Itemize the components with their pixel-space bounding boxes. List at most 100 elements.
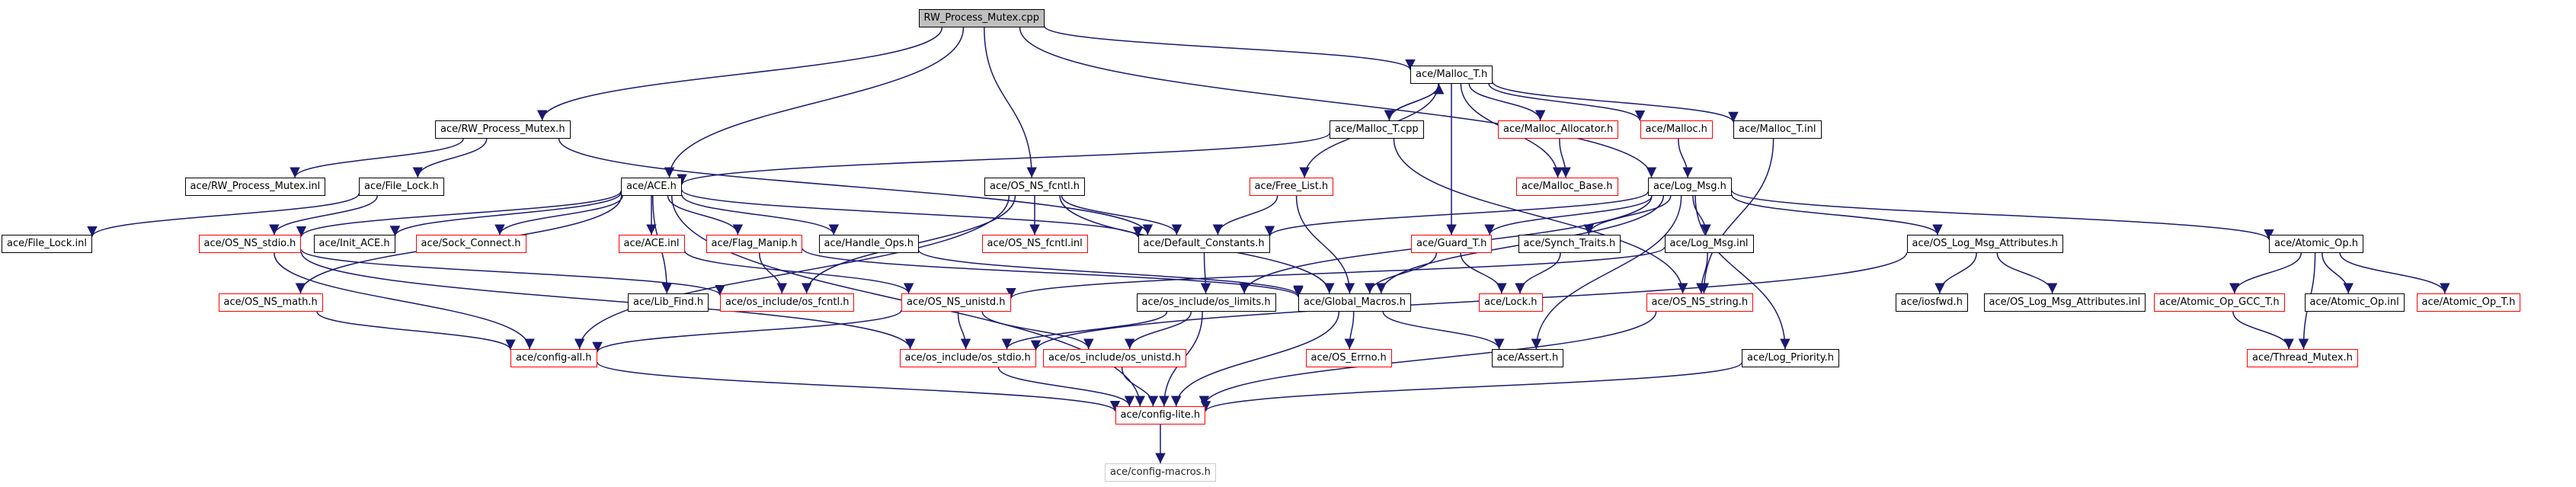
edge-mallocTcpp-to-osnsstring [1393, 138, 1688, 294]
edge-rwh-to-rwinl [290, 138, 464, 178]
edge-osnslogmsgattr-to-osincstdio [1030, 252, 1908, 351]
node-freelist[interactable]: ace/Free_List.h [1249, 178, 1334, 196]
node-filelockh[interactable]: ace/File_Lock.h [359, 178, 444, 196]
edge-logmsg-to-osnslogmsgattr [1731, 194, 1943, 235]
edge-defconst-to-osinclimits [1200, 252, 1211, 294]
node-osincfcntl[interactable]: ace/os_include/os_fcntl.h [720, 293, 855, 312]
edge-guardT-to-lockh [1460, 252, 1507, 294]
edge-osnslogmsgattr-to-oslogmsgattrinl [1996, 252, 2058, 294]
node-atomicopinl[interactable]: ace/Atomic_Op.inl [2304, 293, 2405, 312]
node-aceh[interactable]: ace/ACE.h [621, 178, 682, 196]
edge-mallocalloc-to-mallocbase [1559, 138, 1571, 178]
node-osnsmath[interactable]: ace/OS_NS_math.h [218, 293, 323, 312]
edge-synchtraits-to-lockh [1515, 252, 1561, 294]
edge-osinclimits-to-osincunistd [1125, 311, 1192, 350]
node-osinclimits[interactable]: ace/os_include/os_limits.h [1136, 293, 1276, 312]
node-malloch[interactable]: ace/Malloc.h [1640, 120, 1713, 139]
node-atomicopT[interactable]: ace/Atomic_Op_T.h [2416, 293, 2521, 312]
node-osnsfcntlinl[interactable]: ace/OS_NS_fcntl.inl [981, 235, 1088, 253]
node-osnsunistd[interactable]: ace/OS_NS_unistd.h [901, 293, 1011, 312]
node-configall[interactable]: ace/config-all.h [510, 349, 597, 367]
node-osincunistd[interactable]: ace/os_include/os_unistd.h [1043, 349, 1187, 367]
node-filelockinl[interactable]: ace/File_Lock.inl [2, 235, 92, 253]
edge-malloch-to-logmsg [1678, 138, 1693, 178]
node-iosfwd[interactable]: ace/iosfwd.h [1895, 293, 1968, 312]
node-rwinl[interactable]: ace/RW_Process_Mutex.inl [184, 178, 326, 196]
edge-logmsg-to-atomicop [1731, 190, 2274, 240]
edge-root-to-logmsg [1019, 27, 1657, 178]
node-osnsstdio[interactable]: ace/OS_NS_stdio.h [198, 235, 302, 253]
edge-logmsg-to-logmsginl [1692, 195, 1711, 235]
node-flagmanip[interactable]: ace/Flag_Manip.h [706, 235, 803, 253]
edge-osincstdio-to-configlite [997, 367, 1135, 407]
node-mallocTinl[interactable]: ace/Malloc_T.inl [1733, 120, 1822, 139]
edge-globalmacros-to-asserth [1382, 311, 1505, 350]
node-lockh[interactable]: ace/Lock.h [1479, 293, 1543, 312]
node-mallocTcpp[interactable]: ace/Malloc_T.cpp [1330, 120, 1424, 139]
edge-rwh-to-defconst [558, 138, 1153, 235]
edge-logmsg-to-defconst [1264, 191, 1649, 237]
node-logmsg[interactable]: ace/Log_Msg.h [1648, 178, 1732, 196]
node-osnsfcntlh[interactable]: ace/OS_NS_fcntl.h [984, 178, 1085, 196]
node-logmsginl[interactable]: ace/Log_Msg.inl [1664, 235, 1754, 253]
node-handleops[interactable]: ace/Handle_Ops.h [818, 235, 919, 253]
edge-guardT-to-globalmacros [1365, 252, 1437, 294]
node-sockconnect[interactable]: ace/Sock_Connect.h [415, 235, 526, 253]
edge-mallocTcpp-to-mallocT [1388, 83, 1445, 121]
node-oserrno[interactable]: ace/OS_Errno.h [1305, 349, 1392, 367]
edge-filelockh-to-osnsstdio [269, 195, 378, 235]
edge-osnsstdio-to-configall [274, 252, 535, 350]
edge-osinclimits-to-osincstdio [1001, 311, 1168, 350]
node-mallocbase[interactable]: ace/Malloc_Base.h [1516, 178, 1618, 196]
edge-mallocTcpp-to-aceh [677, 133, 1330, 185]
edge-atomicop-to-atomicopgcc [2229, 252, 2302, 294]
node-osincstdio[interactable]: ace/os_include/os_stdio.h [899, 349, 1036, 367]
node-mallocT[interactable]: ace/Malloc_T.h [1410, 66, 1493, 84]
edge-aceh-to-osnsstdio [296, 191, 622, 237]
edge-root-to-osnsfcntlh [984, 27, 1037, 178]
node-threadmutex[interactable]: ace/Thread_Mutex.h [2247, 349, 2358, 367]
node-rwh[interactable]: ace/RW_Process_Mutex.h [435, 120, 571, 139]
node-synchtraits[interactable]: ace/Synch_Traits.h [1518, 235, 1621, 253]
edge-osnsunistd-to-osincunistd [981, 311, 1094, 350]
edge-logmsg-to-synchtraits [1583, 195, 1672, 235]
edge-osnsfcntlh-to-defconst [1061, 195, 1182, 235]
edge-osnslogmsgattr-to-iosfwd [1934, 252, 1977, 294]
node-globalmacros[interactable]: ace/Global_Macros.h [1298, 293, 1411, 312]
edge-osnsstdio-to-osincstdio [300, 252, 916, 350]
node-osnslogmsgattr[interactable]: ace/OS_Log_Msg_Attributes.h [1906, 235, 2063, 253]
node-atomicop[interactable]: ace/Atomic_Op.h [2269, 235, 2363, 253]
edge-mallocT-to-malloch [1488, 83, 1646, 121]
node-root[interactable]: RW_Process_Mutex.cpp [918, 9, 1045, 27]
node-mallocalloc[interactable]: ace/Malloc_Allocator.h [1498, 120, 1619, 139]
node-asserth[interactable]: ace/Assert.h [1491, 349, 1564, 367]
node-aceinl[interactable]: ace/ACE.inl [618, 235, 685, 253]
edge-logmsg-to-guardT [1484, 195, 1653, 235]
edge-filelockh-to-filelockinl [87, 193, 360, 237]
edge-osnsunistd-to-osincstdio [957, 311, 971, 350]
edge-root-to-rwh [536, 27, 943, 121]
edge-atomicop-to-atomicopT [2339, 252, 2450, 294]
node-configmacros[interactable]: ace/config-macros.h [1105, 463, 1216, 482]
node-osnsstring[interactable]: ace/OS_NS_string.h [1646, 293, 1754, 312]
node-libfind[interactable]: ace/Lib_Find.h [628, 293, 709, 312]
node-logpriority[interactable]: ace/Log_Priority.h [1742, 349, 1839, 367]
edge-osincunistd-to-configlite [1121, 367, 1159, 407]
node-guardT[interactable]: ace/Guard_T.h [1411, 235, 1493, 253]
node-configlite[interactable]: ace/config-lite.h [1115, 406, 1206, 425]
edge-logmsg-to-asserth [1531, 195, 1682, 350]
edge-mallocTinl-to-osnsstring [1698, 138, 1774, 294]
node-atomicopgcc[interactable]: ace/Atomic_Op_GCC_T.h [2154, 293, 2285, 312]
edge-atomicopgcc-to-threadmutex [2232, 311, 2294, 350]
edge-aceh-to-initace [389, 192, 622, 236]
edge-flagmanip-to-osincfcntl [758, 252, 788, 294]
node-initace[interactable]: ace/Init_ACE.h [313, 235, 395, 253]
edge-logmsginl-to-osnsunistd [1006, 246, 1666, 300]
edge-rwh-to-filelockh [412, 138, 488, 178]
edge-atomicop-to-atomicopinl [2322, 252, 2354, 294]
edge-aceh-to-sockconnect [494, 195, 623, 235]
node-defconst[interactable]: ace/Default_Constants.h [1138, 235, 1270, 253]
node-oslogmsgattrinl[interactable]: ace/OS_Log_Msg_Attributes.inl [1983, 293, 2146, 312]
edge-flagmanip-to-globalmacros [802, 248, 1304, 298]
